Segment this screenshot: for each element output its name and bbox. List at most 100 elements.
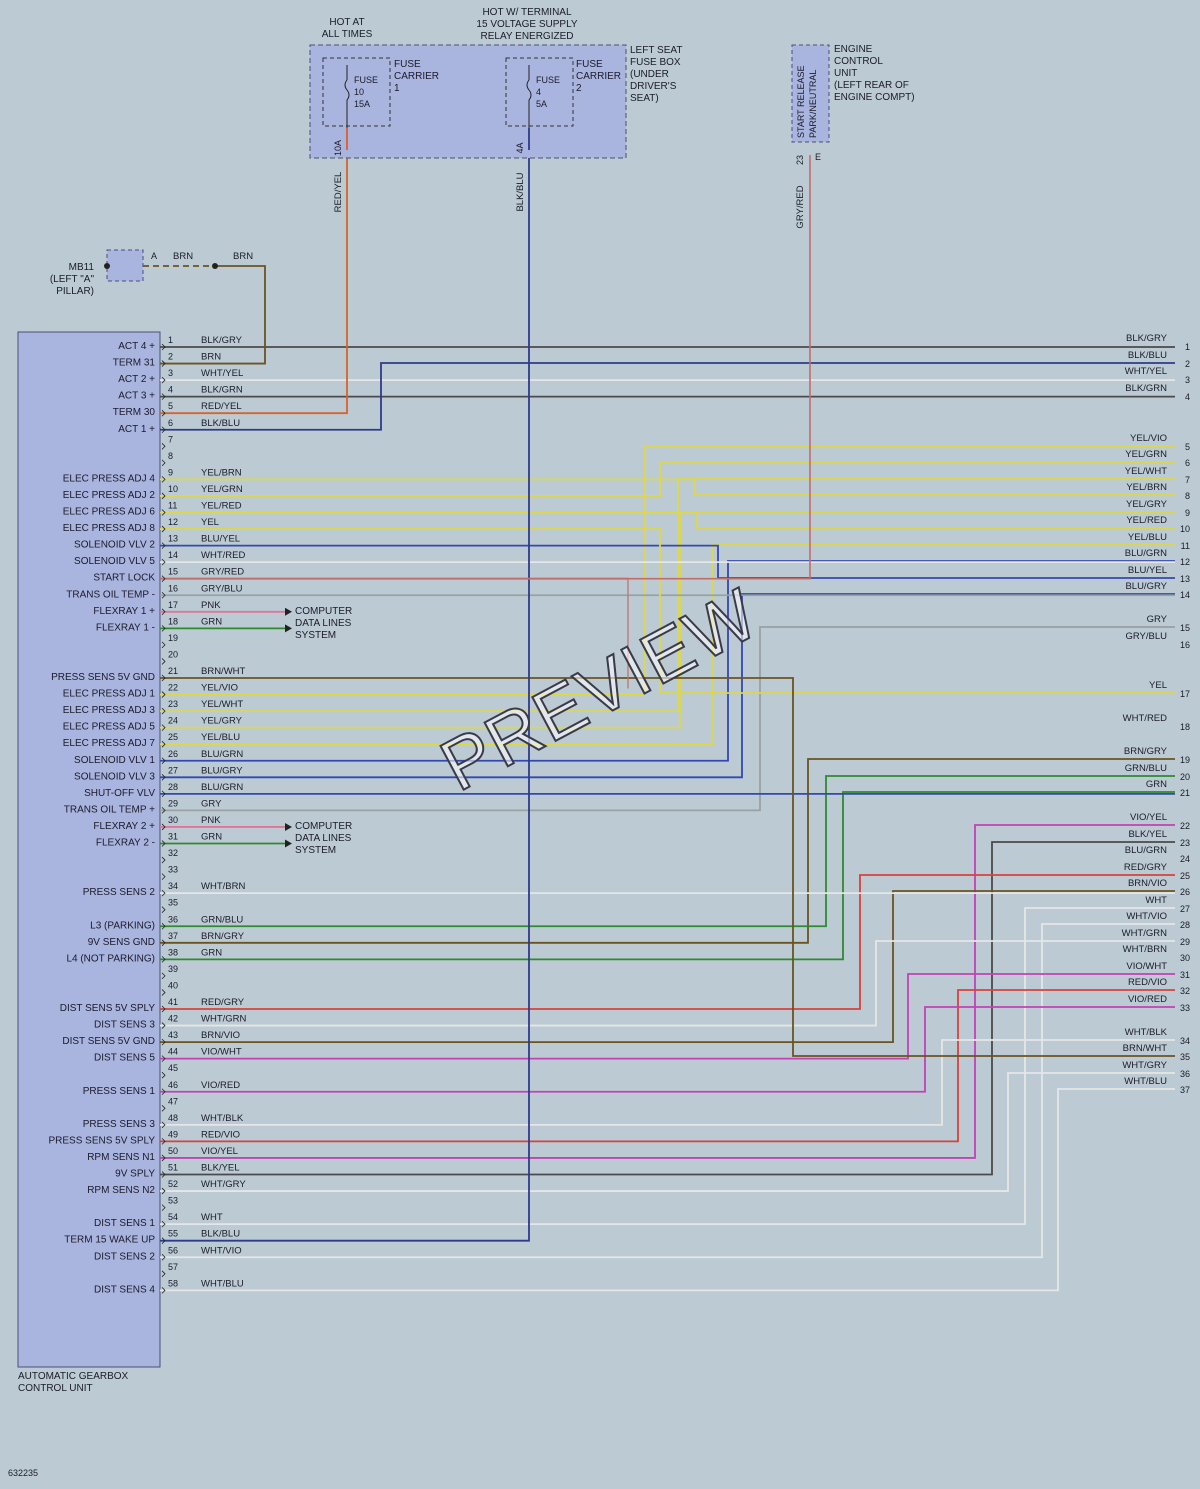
tcu-pin-terminal — [161, 558, 166, 566]
fuse-1-pin: 10A — [333, 140, 343, 156]
tcu-pin-function: L3 (PARKING) — [90, 920, 155, 931]
tcu-pin-terminal — [161, 691, 166, 698]
tcu-pin-function: START LOCK — [93, 573, 155, 584]
fuse-2-symbol — [526, 65, 532, 130]
tcu-wire-label: BLK/YEL — [201, 1163, 240, 1174]
right-pin-number: 19 — [1180, 755, 1190, 765]
right-wire-label: RED/VIO — [1128, 977, 1167, 988]
tcu-pin-function: TERM 31 — [113, 358, 156, 369]
right-pin-number: 26 — [1180, 887, 1190, 897]
tcu-pin-function: ELEC PRESS ADJ 5 — [63, 722, 156, 733]
right-pin-number: 37 — [1180, 1085, 1190, 1095]
wire-tcu-26 — [160, 560, 1175, 762]
tcu-pin-number: 46 — [168, 1080, 178, 1090]
tcu-wire-label: WHT/BLK — [201, 1113, 244, 1124]
right-wire-label: BLU/YEL — [1128, 565, 1167, 576]
tcu-pin-function: DIST SENS 5 — [94, 1053, 155, 1064]
tcu-wire-label: YEL/BRN — [201, 467, 242, 478]
tcu-pin-function: TERM 30 — [113, 407, 156, 418]
tcu-pin-number: 36 — [168, 914, 178, 924]
tcu-wire-label: BRN — [201, 352, 221, 363]
fuse-2-pin: 4A — [515, 142, 525, 153]
tcu-wire-label: BLU/GRN — [201, 749, 243, 760]
ground-point — [104, 263, 110, 269]
wire-tcu-5 — [160, 150, 348, 415]
tcu-pin-terminal — [161, 1055, 166, 1062]
tcu-wire-label: BLU/GRN — [201, 782, 243, 793]
right-pin-number: 29 — [1180, 937, 1190, 947]
tcu-wire-label: YEL/WHT — [201, 699, 243, 710]
right-pin-number: 34 — [1180, 1036, 1190, 1046]
tcu-wire-label: WHT/BLU — [201, 1278, 244, 1289]
right-wire-label: YEL — [1149, 680, 1167, 691]
wire-tcu-11 — [160, 511, 1175, 529]
tcu-wire-label: WHT/RED — [201, 550, 245, 561]
tcu-pin-number: 53 — [168, 1196, 178, 1206]
tcu-wire-label: GRY/BLU — [201, 583, 243, 594]
tcu-pin-terminal — [161, 840, 166, 847]
tcu-pin-terminal — [161, 1270, 166, 1278]
tcu-pin-number: 16 — [168, 583, 178, 593]
tcu-pin-number: 42 — [168, 1014, 178, 1024]
tcu-pin-number: 31 — [168, 832, 178, 842]
tcu-pin-function: ELEC PRESS ADJ 1 — [63, 689, 156, 700]
tcu-pin-function: ELEC PRESS ADJ 4 — [63, 473, 156, 484]
tcu-pin-function: 9V SENS GND — [88, 937, 155, 948]
wire-tcu-25 — [160, 544, 1175, 746]
tcu-pin-number: 25 — [168, 732, 178, 742]
tcu-pin-number: 58 — [168, 1278, 178, 1288]
ground-connector-box — [106, 249, 144, 282]
tcu-pin-function: DIST SENS 1 — [94, 1218, 155, 1229]
wire-tcu-36 — [160, 775, 1175, 928]
tcu-pin-terminal — [161, 525, 166, 533]
tcu-pin-terminal — [161, 939, 166, 947]
tcu-pin-number: 49 — [168, 1129, 178, 1139]
tcu-pin-number: 2 — [168, 352, 173, 362]
tcu-pin-function: ELEC PRESS ADJ 2 — [63, 490, 156, 501]
right-wire-label: WHT/BRN — [1123, 944, 1167, 955]
right-pin-number: 7 — [1185, 475, 1190, 485]
tcu-pin-terminal — [161, 1022, 166, 1029]
tcu-pin-number: 43 — [168, 1030, 178, 1040]
right-pin-number: 20 — [1180, 772, 1190, 782]
right-wire-label: WHT/YEL — [1125, 366, 1167, 377]
ecu-wire: GRY/RED — [795, 185, 806, 228]
tcu-pin-function: FLEXRAY 2 + — [93, 821, 155, 832]
right-wire-label: WHT — [1145, 895, 1167, 906]
right-pin-number: 3 — [1185, 375, 1190, 385]
wire-tcu-24 — [160, 511, 1175, 729]
figure-id: 632235 — [8, 1468, 39, 1478]
wire-tcu-51 — [160, 841, 1175, 1176]
right-wire-label: BLK/GRY — [1126, 333, 1168, 344]
tcu-pin-terminal — [161, 575, 166, 582]
tcu-pin-function: SOLENOID VLV 1 — [74, 755, 155, 766]
tcu-pin-terminal — [161, 492, 166, 500]
tcu-pin-terminal — [161, 1237, 166, 1244]
right-wire-label: BRN/WHT — [1123, 1043, 1168, 1054]
wire-tcu-55 — [160, 150, 530, 1242]
tcu-pin-function: SOLENOID VLV 2 — [74, 540, 155, 551]
tcu-wire-label: PNK — [201, 600, 221, 611]
tcu-pin-function: ELEC PRESS ADJ 6 — [63, 507, 156, 518]
tcu-pin-number: 40 — [168, 980, 178, 990]
tcu-pin-terminal — [161, 376, 166, 384]
right-wire-label: VIO/RED — [1128, 994, 1167, 1005]
tcu-pin-function: 9V SPLY — [115, 1169, 155, 1180]
right-pin-number: 4 — [1185, 392, 1190, 402]
tcu-wire-label: BLK/GRN — [201, 385, 243, 396]
tcu-pin-function: FLEXRAY 1 - — [96, 622, 155, 633]
tcu-pin-function: TRANS OIL TEMP - — [66, 589, 155, 600]
right-wire-label: VIO/WHT — [1126, 961, 1167, 972]
tcu-pin-number: 8 — [168, 451, 173, 461]
tcu-pin-number: 45 — [168, 1063, 178, 1073]
tcu-pin-terminal — [161, 1171, 166, 1178]
right-pin-number: 30 — [1180, 953, 1190, 963]
tcu-pin-function: DIST SENS 3 — [94, 1020, 155, 1031]
fuse-1-symbol — [344, 65, 350, 130]
tcu-wire-label: BLK/BLU — [201, 418, 240, 429]
tcu-pin-terminal — [161, 658, 166, 665]
